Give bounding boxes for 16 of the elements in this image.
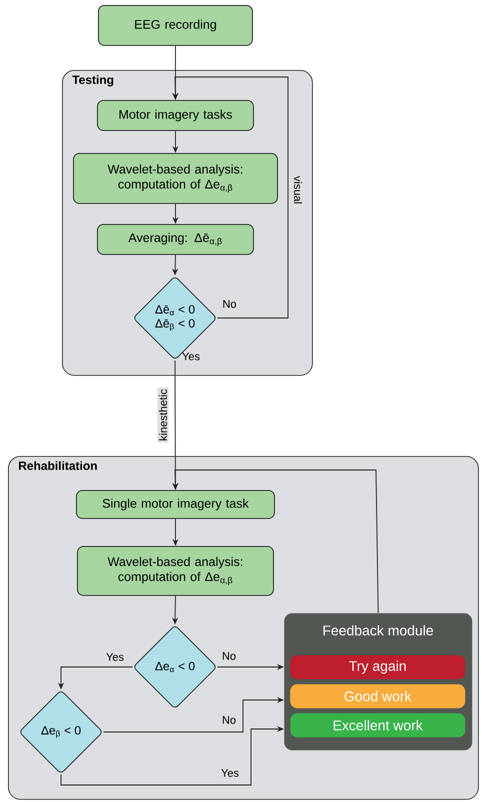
edge-label: Yes: [220, 768, 240, 778]
edge-label: Yes: [104, 652, 126, 662]
process-box: Single motor imagery task: [76, 490, 275, 519]
feedback-bar: Excellent work: [290, 713, 466, 738]
process-box: Averaging: Δē$_{α,β}$: [97, 224, 254, 255]
edge-label: No: [220, 650, 238, 662]
process-box: EEG recording: [98, 5, 253, 46]
edge-label: No: [220, 714, 238, 726]
process-box: Wavelet-based analysis: computation of Δe$_{α,β}$: [77, 546, 274, 596]
branch-label: Yes: [182, 352, 200, 360]
branch-label: No: [223, 300, 236, 308]
edge-label: kinesthetic: [157, 388, 169, 442]
process-box: Wavelet-based analysis: computation of Δe$_{α,β}$: [73, 153, 278, 204]
process-box: Motor imagery tasks: [97, 100, 254, 131]
feedback-bar: Try again: [290, 655, 466, 680]
feedback-bar: Good work: [290, 684, 466, 708]
